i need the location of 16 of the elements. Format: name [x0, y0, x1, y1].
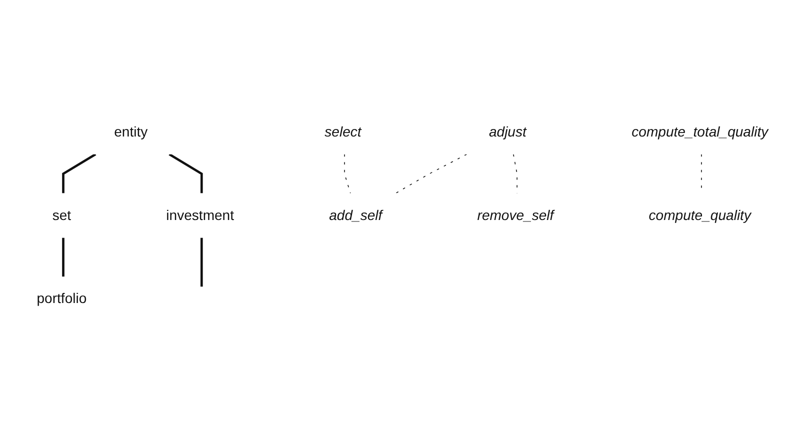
node-text: portfolio	[36, 290, 86, 306]
connector	[62, 238, 64, 277]
node-text: select	[324, 124, 361, 140]
connector	[344, 154, 350, 194]
node-text: compute_total_quality	[631, 124, 768, 140]
node-text: adjust	[488, 124, 526, 140]
connector	[62, 153, 96, 194]
node-text: add_self	[328, 207, 382, 223]
node-text: set	[52, 207, 71, 223]
connector	[200, 238, 202, 287]
node-text: entity	[114, 124, 148, 140]
node-text: investment	[166, 207, 234, 223]
connector	[394, 154, 467, 194]
node-text: compute_quality	[648, 207, 750, 223]
node-text: remove_self	[476, 207, 554, 223]
connector	[168, 153, 202, 194]
